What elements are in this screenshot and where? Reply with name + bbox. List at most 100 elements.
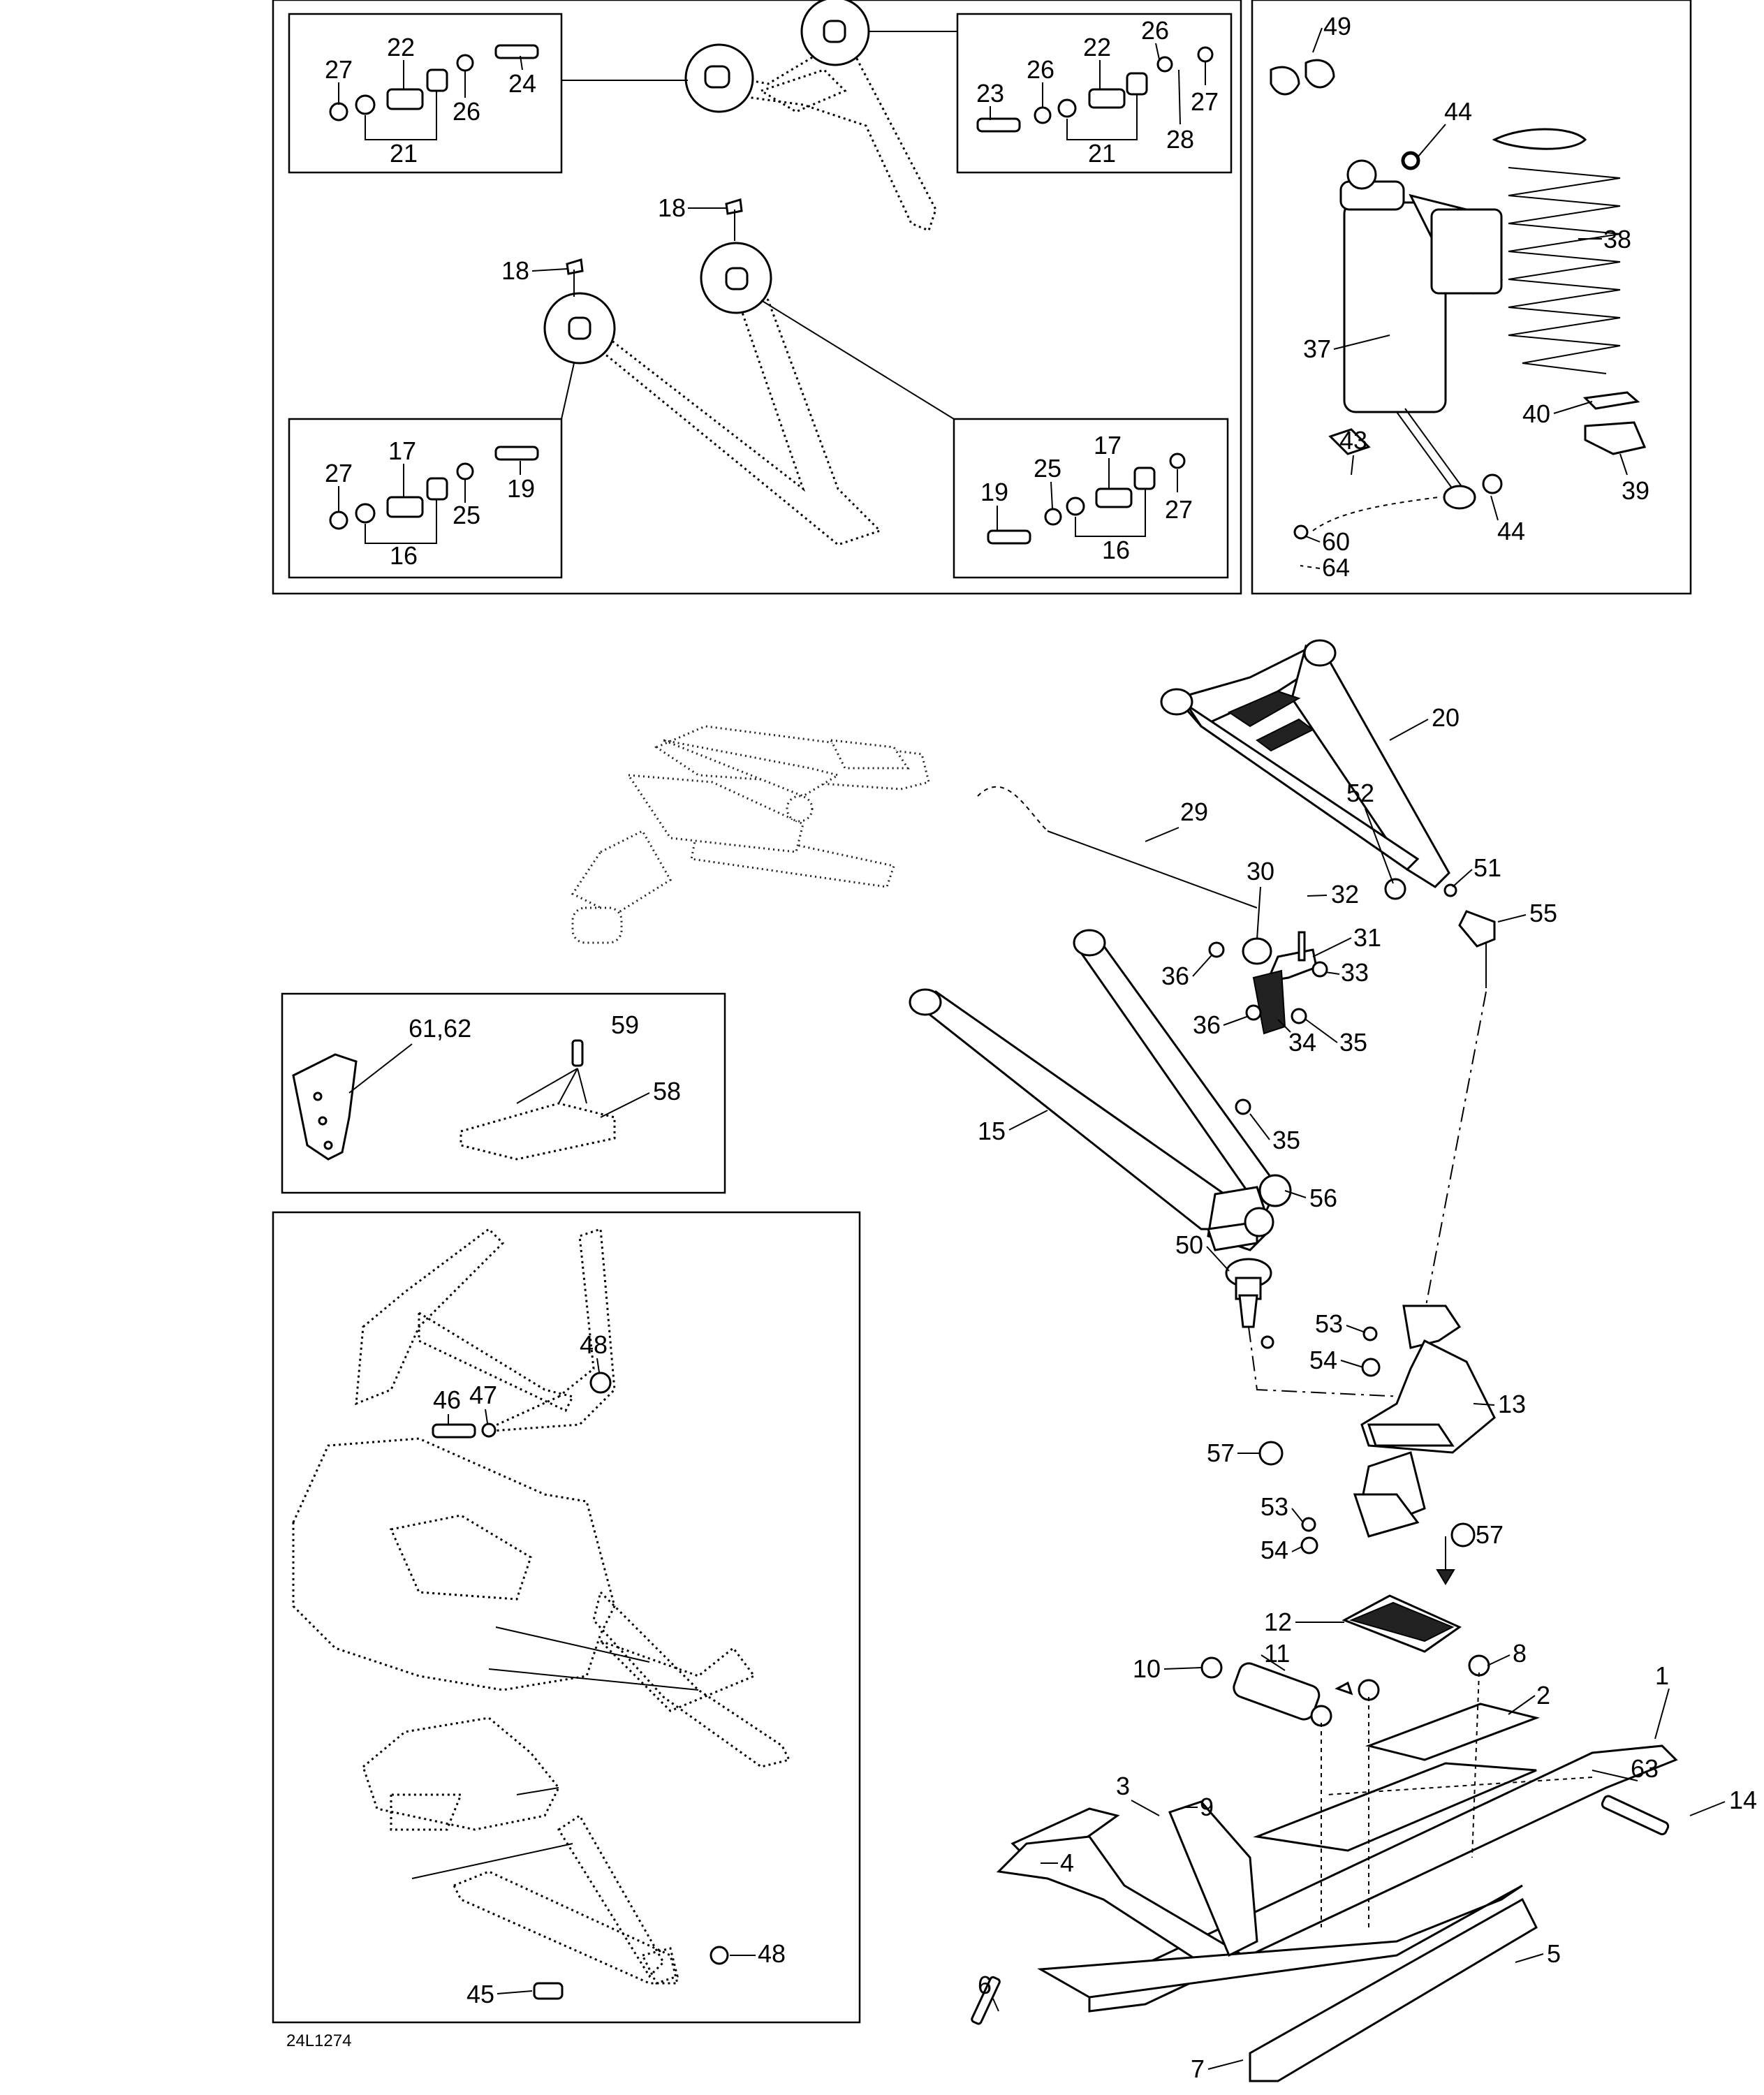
lower-a-arm-outline bbox=[543, 198, 882, 546]
callout-label: 53 bbox=[1260, 1492, 1288, 1521]
inset-connector-4 bbox=[760, 300, 955, 420]
callout-label: 18 bbox=[501, 256, 529, 285]
callout-label: 29 bbox=[1180, 797, 1208, 826]
callout-label: 22 bbox=[387, 33, 415, 61]
sway-bar-dashed bbox=[977, 786, 1048, 832]
callout-label: 25 bbox=[1034, 454, 1061, 483]
ski-pad bbox=[1342, 1594, 1462, 1653]
ball-joint-upper bbox=[1384, 878, 1496, 988]
callout-label: 51 bbox=[1473, 853, 1501, 882]
mounting-bracket bbox=[292, 1053, 358, 1161]
panel-upper-arms bbox=[272, 0, 1242, 595]
callout-label: 9 bbox=[1200, 1793, 1214, 1821]
callout-label: 58 bbox=[653, 1077, 681, 1105]
callout-label: 50 bbox=[1175, 1230, 1203, 1259]
callout-label: 16 bbox=[1102, 536, 1130, 564]
callout-label: 17 bbox=[1094, 431, 1122, 460]
callout-label: 35 bbox=[1339, 1028, 1367, 1057]
callout-label: 47 bbox=[469, 1381, 497, 1409]
callout-label: 26 bbox=[1027, 55, 1054, 84]
ski-hardware-lines bbox=[1321, 1672, 1593, 1927]
callout-label: 22 bbox=[1083, 33, 1111, 61]
lower-a-arm bbox=[909, 929, 1279, 1251]
callout-label: 36 bbox=[1161, 962, 1189, 990]
callout-label: 7 bbox=[1191, 2054, 1205, 2083]
sway-bar-bracket bbox=[1208, 931, 1328, 1115]
callout-label: 23 bbox=[976, 79, 1004, 108]
panel-bracket bbox=[281, 992, 726, 1194]
callout-label: 21 bbox=[1088, 139, 1116, 168]
callout-label: 27 bbox=[325, 55, 353, 84]
callout-label: 37 bbox=[1303, 335, 1331, 363]
frame-hardware bbox=[432, 1372, 729, 2000]
callout-label: 43 bbox=[1339, 426, 1367, 455]
callout-label: 24 bbox=[508, 69, 536, 98]
hardware-stack-lower-right bbox=[987, 453, 1186, 545]
callouts: 27 22 24 26 21 26 22 26 23 27 28 21 18 1… bbox=[325, 12, 1757, 2083]
callout-label: 57 bbox=[1476, 1520, 1504, 1549]
hardware-stack-upper-right bbox=[976, 46, 1214, 133]
callout-label: 26 bbox=[1141, 16, 1169, 45]
callout-label: 1 bbox=[1655, 1661, 1669, 1690]
callout-label: 52 bbox=[1346, 779, 1374, 807]
inset-upper-right bbox=[956, 13, 1233, 174]
callout-label: 4 bbox=[1060, 1848, 1074, 1877]
arrow-head-pad bbox=[1436, 1569, 1455, 1585]
callout-label: 17 bbox=[388, 436, 416, 465]
spindle-hardware bbox=[1258, 1326, 1476, 1554]
callout-label: 57 bbox=[1207, 1439, 1235, 1467]
callout-label: 61,62 bbox=[409, 1014, 471, 1043]
callout-label: 64 bbox=[1322, 553, 1350, 582]
callout-label: 27 bbox=[1165, 495, 1193, 524]
frame-arrows bbox=[411, 1626, 699, 1879]
panel-shock bbox=[1251, 0, 1692, 595]
callout-label: 16 bbox=[390, 541, 418, 570]
callout-label: 3 bbox=[1116, 1772, 1130, 1800]
callout-label: 20 bbox=[1432, 703, 1460, 732]
upper-a-arm bbox=[1160, 639, 1450, 888]
inset-upper-left bbox=[288, 13, 563, 174]
callout-label: 13 bbox=[1498, 1390, 1526, 1418]
hardware-stack-upper-left bbox=[329, 44, 539, 122]
callout-label: 27 bbox=[1191, 87, 1219, 116]
shock-spring bbox=[1492, 128, 1647, 455]
callout-label: 25 bbox=[453, 501, 480, 529]
callout-label: 14 bbox=[1729, 1786, 1757, 1814]
callout-label: 30 bbox=[1247, 857, 1274, 885]
inset-lower-right bbox=[953, 418, 1229, 579]
callout-label: 48 bbox=[580, 1330, 608, 1359]
diagram-code: 24L1274 bbox=[286, 2031, 351, 2050]
callout-label: 34 bbox=[1288, 1028, 1316, 1057]
ball-joint-lower bbox=[1225, 1174, 1292, 1328]
frame-assembly-outline bbox=[292, 1227, 791, 1985]
panel-frame-assembly bbox=[272, 1211, 861, 2024]
spindle bbox=[1353, 1304, 1496, 1538]
callout-label: 5 bbox=[1547, 1939, 1561, 1968]
callout-label: 11 bbox=[1264, 1639, 1290, 1668]
sway-bar-link bbox=[1047, 830, 1258, 909]
callout-label: 8 bbox=[1513, 1639, 1527, 1668]
callout-label: 18 bbox=[658, 193, 686, 222]
callout-label: 53 bbox=[1315, 1309, 1343, 1338]
callout-label: 44 bbox=[1497, 517, 1525, 545]
callout-label: 54 bbox=[1260, 1536, 1288, 1564]
callout-label: 59 bbox=[611, 1010, 639, 1039]
callout-label: 38 bbox=[1603, 225, 1631, 253]
callout-label: 19 bbox=[980, 478, 1008, 506]
callout-label: 54 bbox=[1309, 1346, 1337, 1374]
shock-hardware bbox=[1270, 59, 1503, 540]
callout-label: 63 bbox=[1631, 1754, 1659, 1783]
callout-label: 28 bbox=[1166, 125, 1194, 154]
callout-label: 6 bbox=[978, 1971, 992, 1999]
callout-label: 36 bbox=[1193, 1010, 1221, 1039]
callout-label: 32 bbox=[1331, 880, 1359, 909]
callout-label: 27 bbox=[325, 459, 353, 487]
upper-a-arm-outline bbox=[684, 0, 937, 232]
ski bbox=[996, 1744, 1678, 2082]
callout-label: 46 bbox=[433, 1385, 461, 1414]
shock-absorber bbox=[1339, 151, 1504, 510]
callout-label: 44 bbox=[1444, 97, 1472, 126]
steering-axis-line bbox=[1248, 1326, 1439, 1415]
inset-connector-3 bbox=[561, 362, 575, 420]
